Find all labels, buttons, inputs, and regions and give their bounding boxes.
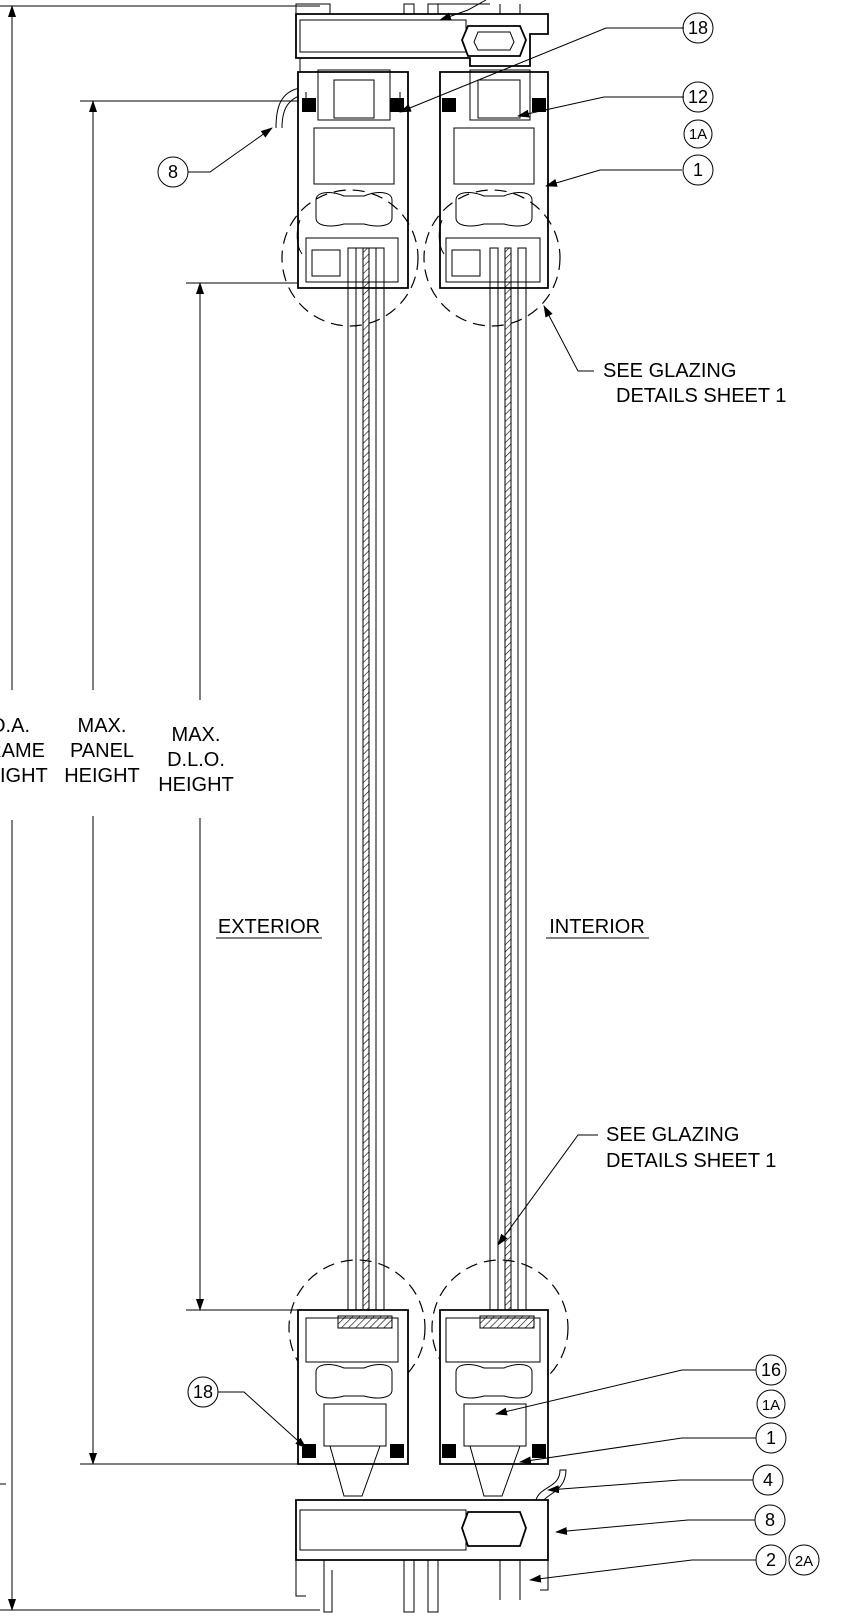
callout-top-8: 8 — [157, 156, 189, 188]
svg-text:2A: 2A — [795, 1553, 813, 1570]
callout-top-18: 18 — [682, 12, 714, 44]
svg-text:12: 12 — [688, 87, 708, 107]
glazing-note-bottom-line-2: DETAILS SHEET 1 — [606, 1150, 776, 1172]
svg-text:8: 8 — [168, 162, 178, 182]
callout-bottom-1a: 1A — [756, 1389, 786, 1419]
callout-top-1: 1 — [682, 154, 714, 186]
svg-text:1A: 1A — [689, 126, 707, 143]
max-dlo-height-label-2: D.L.O. — [167, 749, 225, 771]
svg-text:1: 1 — [766, 1428, 776, 1448]
callout-bottom-1: 1 — [755, 1422, 787, 1454]
interior-sash-top — [438, 69, 549, 289]
svg-text:1: 1 — [693, 160, 703, 180]
glazing-notes: SEE GLAZING DETAILS SHEET 1 SEE GLAZING … — [603, 360, 786, 1172]
callout-bottom-4: 4 — [752, 1464, 784, 1496]
exterior-sash-bottom — [297, 1309, 409, 1497]
sill-frame — [295, 1469, 567, 1613]
callout-bottom-2: 2 — [755, 1544, 787, 1576]
glazing-note-top-line-1: SEE GLAZING — [603, 360, 736, 382]
callout-top-1a: 1A — [683, 119, 713, 149]
svg-text:1A: 1A — [762, 1397, 780, 1414]
max-panel-height-label-1: MAX. — [78, 715, 127, 737]
exterior-sash-top — [296, 69, 409, 289]
exterior-glass — [347, 247, 385, 1313]
dimension-labels: O.A. FRAME HEIGHT MAX. PANEL HEIGHT MAX.… — [0, 715, 649, 939]
callout-bubbles: 18 12 1A 1 8 16 1A 1 — [157, 12, 820, 1576]
leader-lines — [0, 0, 756, 1583]
dimension-lines — [0, 5, 350, 1611]
oa-frame-height-label-2: FRAME — [0, 740, 45, 762]
callout-bottom-18: 18 — [187, 1376, 219, 1408]
callout-top-12: 12 — [682, 81, 714, 113]
svg-text:2: 2 — [766, 1550, 776, 1570]
callout-bottom-16: 16 — [755, 1354, 787, 1386]
svg-text:18: 18 — [688, 18, 708, 38]
max-panel-height-label-2: PANEL — [70, 740, 134, 762]
svg-text:18: 18 — [193, 1382, 213, 1402]
svg-text:16: 16 — [761, 1360, 781, 1380]
exterior-label: EXTERIOR — [218, 916, 320, 938]
head-frame — [275, 3, 549, 129]
callout-bottom-8: 8 — [754, 1504, 786, 1536]
interior-label: INTERIOR — [549, 916, 645, 938]
interior-sash-bottom — [439, 1309, 549, 1497]
svg-text:8: 8 — [765, 1510, 775, 1530]
glazing-detail-circles — [281, 189, 569, 1397]
callout-bottom-2a: 2A — [788, 1544, 820, 1576]
interior-glass — [489, 247, 527, 1313]
svg-text:4: 4 — [763, 1470, 773, 1490]
max-dlo-height-label-1: MAX. — [172, 724, 221, 746]
max-panel-height-label-3: HEIGHT — [64, 765, 140, 787]
glazing-note-top-line-2: DETAILS SHEET 1 — [616, 385, 786, 407]
oa-frame-height-label-1: O.A. — [0, 715, 30, 737]
max-dlo-height-label-3: HEIGHT — [158, 774, 234, 796]
oa-frame-height-label-3: HEIGHT — [0, 765, 48, 787]
glazing-note-bottom-line-1: SEE GLAZING — [606, 1124, 739, 1146]
